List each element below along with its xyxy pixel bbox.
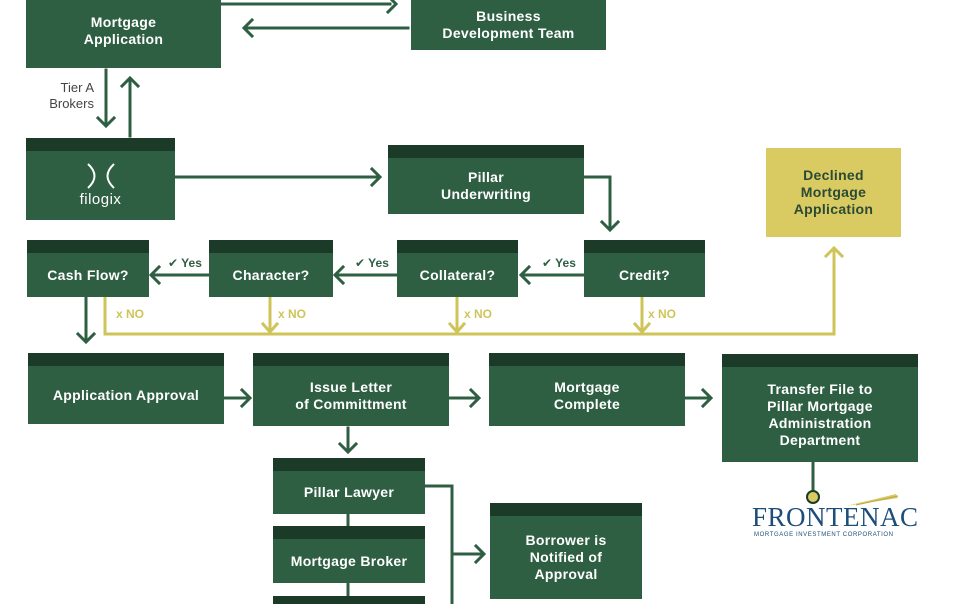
next-step-box-partial bbox=[273, 596, 425, 604]
mortgage-application-box: Mortgage Application bbox=[26, 0, 221, 68]
mortgage-application-label: Mortgage Application bbox=[83, 14, 164, 47]
transfer-file-label: Transfer File to Pillar Mortgage Adminis… bbox=[767, 380, 873, 448]
tier-a-brokers-label: Tier A Brokers bbox=[49, 80, 94, 111]
arrowhead bbox=[75, 331, 97, 345]
bracket-line bbox=[424, 484, 454, 604]
frontenac-logo: FRONTENAC MORTGAGE INVESTMENT CORPORATIO… bbox=[746, 488, 919, 550]
no-path-line bbox=[103, 248, 836, 336]
arrowhead bbox=[148, 264, 162, 286]
no-label-cash-flow: x NO bbox=[116, 307, 145, 321]
no-label-character: x NO bbox=[278, 307, 307, 321]
application-approval-label: Application Approval bbox=[52, 386, 200, 403]
arrowhead bbox=[700, 387, 714, 409]
arrowhead bbox=[518, 264, 532, 286]
arrowhead bbox=[119, 75, 141, 89]
filogix-icon bbox=[86, 163, 115, 189]
arrowhead bbox=[632, 321, 652, 335]
arrowhead bbox=[332, 264, 346, 286]
arrowhead bbox=[468, 387, 482, 409]
mortgage-complete-box: Mortgage Complete bbox=[489, 353, 685, 426]
mortgage-broker-label: Mortgage Broker bbox=[290, 552, 408, 569]
transfer-file-box: Transfer File to Pillar Mortgage Adminis… bbox=[722, 354, 918, 462]
pillar-lawyer-label: Pillar Lawyer bbox=[303, 484, 395, 500]
issue-letter-box: Issue Letter of Committment bbox=[253, 353, 449, 426]
collateral-label: Collateral? bbox=[419, 266, 496, 283]
arrowhead bbox=[239, 387, 253, 409]
issue-letter-label: Issue Letter of Committment bbox=[295, 379, 407, 412]
arrowhead bbox=[337, 441, 359, 455]
arrowhead bbox=[447, 321, 467, 335]
pillar-underwriting-box: Pillar Underwriting bbox=[388, 145, 584, 214]
business-development-box: Business Development Team bbox=[411, 0, 606, 50]
credit-label: Credit? bbox=[618, 266, 671, 283]
arrowhead bbox=[823, 245, 845, 259]
frontenac-subtitle: MORTGAGE INVESTMENT CORPORATION bbox=[754, 532, 894, 538]
mortgage-broker-box: Mortgage Broker bbox=[273, 526, 425, 583]
pillar-underwriting-label: Pillar Underwriting bbox=[441, 169, 531, 202]
arrowhead bbox=[241, 17, 255, 39]
borrower-notified-label: Borrower is Notified of Approval bbox=[525, 532, 607, 582]
arrowhead bbox=[385, 0, 399, 15]
cash-flow-label: Cash Flow? bbox=[47, 266, 129, 283]
arrow-to-credit bbox=[583, 175, 612, 230]
arrowhead bbox=[599, 219, 621, 233]
declined-application-label: Declined Mortgage Application bbox=[793, 167, 874, 217]
cash-flow-box: Cash Flow? bbox=[27, 240, 149, 297]
filogix-logo-text: filogix bbox=[79, 191, 122, 208]
application-approval-box: Application Approval bbox=[28, 353, 224, 424]
yes-label-credit: ✔ Yes bbox=[542, 256, 576, 270]
borrower-notified-box: Borrower is Notified of Approval bbox=[490, 503, 642, 599]
credit-box: Credit? bbox=[584, 240, 705, 297]
character-label: Character? bbox=[232, 266, 310, 283]
declined-application-box: Declined Mortgage Application bbox=[766, 148, 901, 237]
collateral-box: Collateral? bbox=[397, 240, 518, 297]
yes-label-collateral: ✔ Yes bbox=[355, 256, 389, 270]
business-development-label: Business Development Team bbox=[442, 8, 575, 41]
mortgage-complete-label: Mortgage Complete bbox=[553, 379, 621, 412]
character-box: Character? bbox=[209, 240, 333, 297]
arrowhead bbox=[260, 321, 280, 335]
pillar-lawyer-box: Pillar Lawyer bbox=[273, 458, 425, 514]
frontenac-wordmark: FRONTENAC bbox=[752, 502, 919, 532]
yes-label-character: ✔ Yes bbox=[168, 256, 202, 270]
arrowhead bbox=[95, 115, 117, 129]
filogix-box: filogix bbox=[26, 138, 175, 220]
no-label-credit: x NO bbox=[648, 307, 677, 321]
arrowhead bbox=[473, 543, 487, 565]
frontenac-roof-icon bbox=[846, 494, 899, 506]
no-label-collateral: x NO bbox=[464, 307, 493, 321]
arrowhead bbox=[369, 166, 383, 188]
connector-dot bbox=[806, 490, 820, 504]
